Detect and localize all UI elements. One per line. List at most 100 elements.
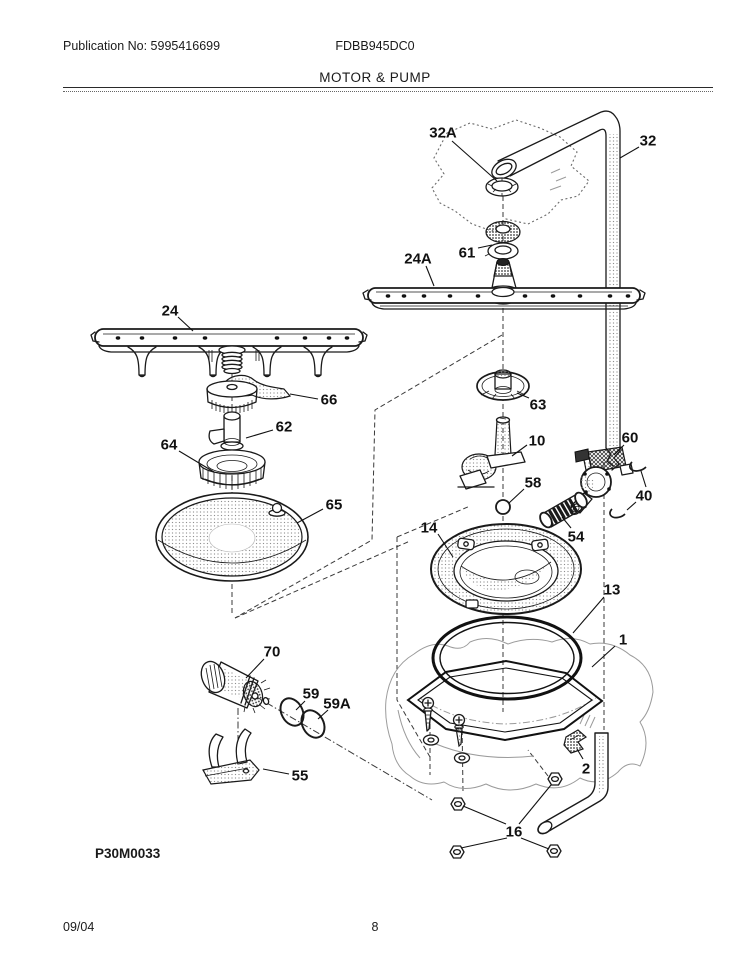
part-label-58: 58 <box>525 475 542 492</box>
part-callout-60: 60 <box>613 430 638 456</box>
leader-line-24 <box>177 316 194 332</box>
part-callout-62: 62 <box>245 419 293 439</box>
part-24a-upper-spray-arm <box>362 286 646 310</box>
footer-page-number: 8 <box>371 920 379 934</box>
part-callout-58: 58 <box>508 475 542 504</box>
leader-line-16 <box>462 805 507 825</box>
part-60-drain-pump <box>569 446 634 516</box>
part-callout-65: 65 <box>296 497 343 524</box>
leader-line-1 <box>591 645 616 668</box>
part-62-support <box>208 411 244 451</box>
part-callout-66: 66 <box>289 392 338 409</box>
part-callout-2: 2 <box>576 748 590 778</box>
part-label-64: 64 <box>161 437 178 454</box>
part-callout-55: 55 <box>262 768 309 785</box>
leader-line-32A <box>451 140 498 182</box>
part-label-54: 54 <box>568 529 585 546</box>
part-callout-13: 13 <box>572 582 621 634</box>
part-label-55: 55 <box>292 768 309 785</box>
part-callout-61: 61 <box>459 244 493 262</box>
part-59a-oring <box>300 709 326 739</box>
part-16-nuts <box>449 772 563 859</box>
part-label-16: 16 <box>506 824 523 841</box>
part-label-1: 1 <box>619 632 627 649</box>
part-10-impeller-seal <box>457 416 526 490</box>
part-label-32A: 32A <box>429 125 457 142</box>
leader-line-60 <box>613 444 625 456</box>
part-callout-63: 63 <box>516 392 547 414</box>
part-label-14: 14 <box>421 520 438 537</box>
leader-line-55 <box>262 768 290 775</box>
part-callout-32: 32 <box>619 133 657 159</box>
part-label-40: 40 <box>636 488 653 505</box>
part-label-13: 13 <box>604 582 621 599</box>
tub-cutaway-outline <box>431 119 590 232</box>
page-title: MOTOR & PUMP <box>319 70 431 85</box>
leader-line-24A <box>425 265 435 287</box>
construction-lines <box>231 196 605 801</box>
leader-line-58 <box>508 488 525 504</box>
part-70-motor <box>200 660 271 714</box>
part-label-2: 2 <box>582 761 590 778</box>
part-54-hose <box>539 491 588 529</box>
part-66-chopper <box>206 374 292 415</box>
part-label-10: 10 <box>529 433 546 450</box>
leader-line-70 <box>245 658 265 679</box>
part-label-24A: 24A <box>404 251 432 268</box>
part-label-70: 70 <box>264 644 281 661</box>
part-55-bracket <box>202 728 260 785</box>
leader-line-13 <box>572 596 605 634</box>
leader-line-16 <box>520 837 550 850</box>
leader-line-14 <box>437 533 454 558</box>
leader-line-16 <box>460 837 508 849</box>
part-callout-59: 59 <box>295 686 320 711</box>
part-58-check-ball <box>495 499 511 515</box>
footer-date: 09/04 <box>63 920 95 934</box>
part-callout-24A: 24A <box>404 251 435 287</box>
part-label-66: 66 <box>321 392 338 409</box>
part-callout-64: 64 <box>161 437 215 473</box>
leader-line-66 <box>289 393 319 400</box>
part-label-62: 62 <box>276 419 293 436</box>
header-rule <box>63 87 713 92</box>
part-2-clip <box>563 729 588 754</box>
leader-line-65 <box>296 508 324 524</box>
mounting-screws <box>421 696 471 764</box>
part-40-clamps <box>609 461 647 519</box>
part-callout-24: 24 <box>162 303 194 332</box>
leader-line-32 <box>619 146 640 159</box>
model-number: FDBB945DC0 <box>335 39 415 53</box>
leader-line-40 <box>640 470 647 488</box>
part-label-65: 65 <box>326 497 343 514</box>
part-callout-40: 40 <box>626 470 653 511</box>
part-callout-70: 70 <box>245 644 281 679</box>
part-callout-14: 14 <box>421 520 454 558</box>
part-32-elbow-outlet <box>537 732 609 835</box>
part-callout-54: 54 <box>561 516 585 546</box>
part-1-sump-cutaway <box>385 638 654 791</box>
leader-line-62 <box>245 429 274 439</box>
leader-line-40 <box>626 501 637 511</box>
diagram-code: P30M0033 <box>95 846 161 861</box>
part-59-oring <box>279 697 305 727</box>
part-callout-16: 16 <box>460 784 552 850</box>
leader-line-61 <box>477 244 493 249</box>
part-callout-1: 1 <box>591 632 627 668</box>
part-13-seal-ring <box>431 615 583 701</box>
part-callout-32A: 32A <box>429 125 498 182</box>
part-14-pump-cover <box>430 523 582 615</box>
leader-line-10 <box>511 444 528 457</box>
part-32a-ring <box>485 177 519 197</box>
leader-line-2 <box>576 748 584 760</box>
leader-line-64 <box>178 450 215 473</box>
leader-line-54 <box>561 516 572 529</box>
part-label-32: 32 <box>640 133 657 150</box>
part-label-24: 24 <box>162 303 179 320</box>
part-label-59: 59 <box>303 686 320 703</box>
part-label-61: 61 <box>459 245 476 262</box>
part-65-shield-disc <box>155 492 309 582</box>
part-callout-59A: 59A <box>317 696 351 720</box>
publication-number: Publication No: 5995416699 <box>63 39 221 53</box>
part-label-63: 63 <box>530 397 547 414</box>
